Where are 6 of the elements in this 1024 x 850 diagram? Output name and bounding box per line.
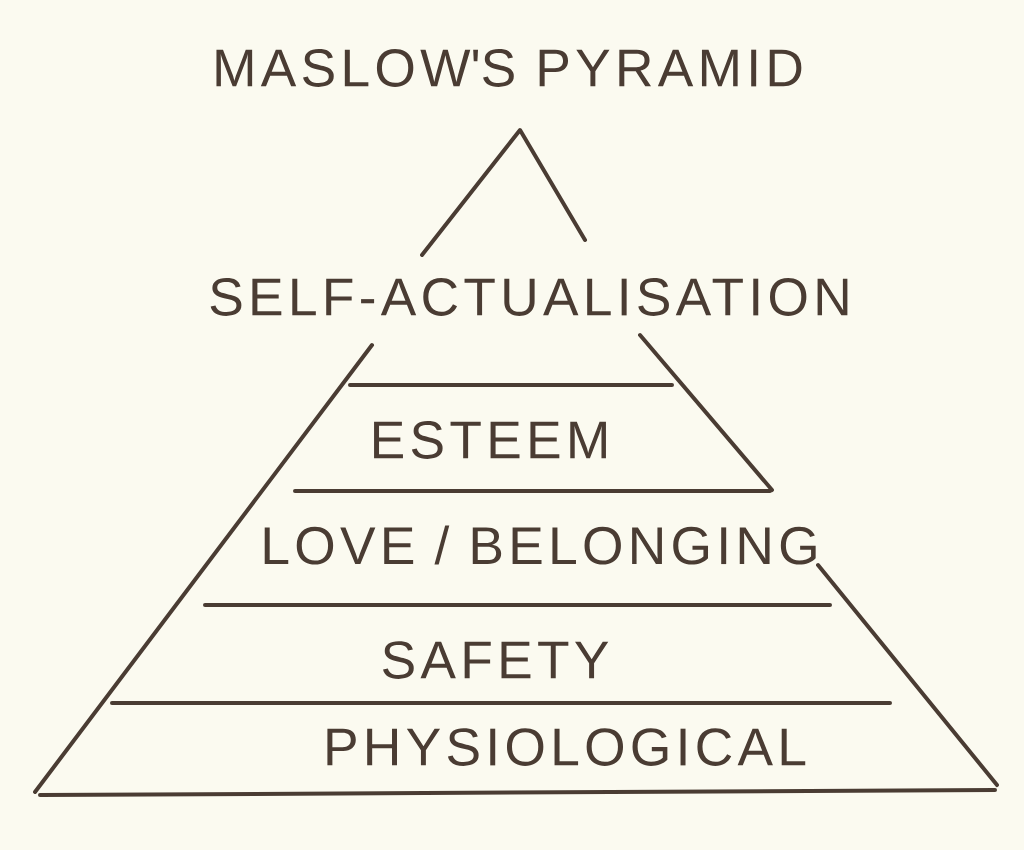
tier-label: LOVE / BELONGING (264, 525, 816, 565)
tier-label: ESTEEM (374, 421, 606, 459)
title: MASLOW'S PYRAMID (216, 49, 802, 87)
tier-label: SAFETY (383, 641, 609, 679)
tier-label: SELF-ACTUALISATION (210, 278, 848, 316)
tier-label: PHYSIOLOGICAL (327, 728, 806, 766)
